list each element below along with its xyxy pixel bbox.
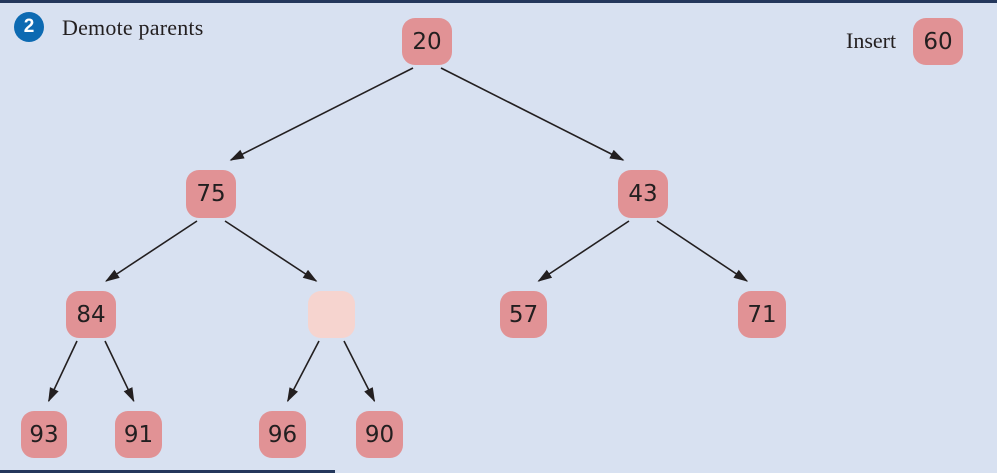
step-label: Demote parents <box>62 15 204 40</box>
panel-bottom-border <box>0 470 335 473</box>
tree-node: 84 <box>66 291 116 338</box>
tree-node: 71 <box>738 291 786 338</box>
insert-label: Insert <box>846 28 897 53</box>
tree-edge-arrow <box>229 67 414 161</box>
tree-edge-arrow <box>537 220 630 282</box>
tree-edge-arrow <box>224 220 318 282</box>
tree-node: 75 <box>186 170 236 218</box>
tree-node: 96 <box>259 411 306 458</box>
tree-node: 91 <box>115 411 162 458</box>
tree-edge-arrow <box>105 220 198 282</box>
step-number: 2 <box>23 16 35 37</box>
tree-edge-arrow <box>287 340 320 403</box>
tree-node: 93 <box>21 411 67 458</box>
tree-node: 43 <box>618 170 668 218</box>
panel-top-border <box>0 0 997 3</box>
tree-node: 20 <box>402 18 452 65</box>
tree-edge-arrow <box>104 340 135 403</box>
insert-value-node: 60 <box>913 18 963 65</box>
tree-node: 90 <box>356 411 403 458</box>
tree-edge-arrow <box>47 340 78 403</box>
step-number-badge: 2 <box>14 12 44 42</box>
tree-node-empty <box>308 291 355 338</box>
tree-edge-arrow <box>656 220 749 282</box>
tree-node: 57 <box>500 291 547 338</box>
tree-edge-arrow <box>343 340 376 403</box>
tree-edge-arrow <box>440 67 625 161</box>
